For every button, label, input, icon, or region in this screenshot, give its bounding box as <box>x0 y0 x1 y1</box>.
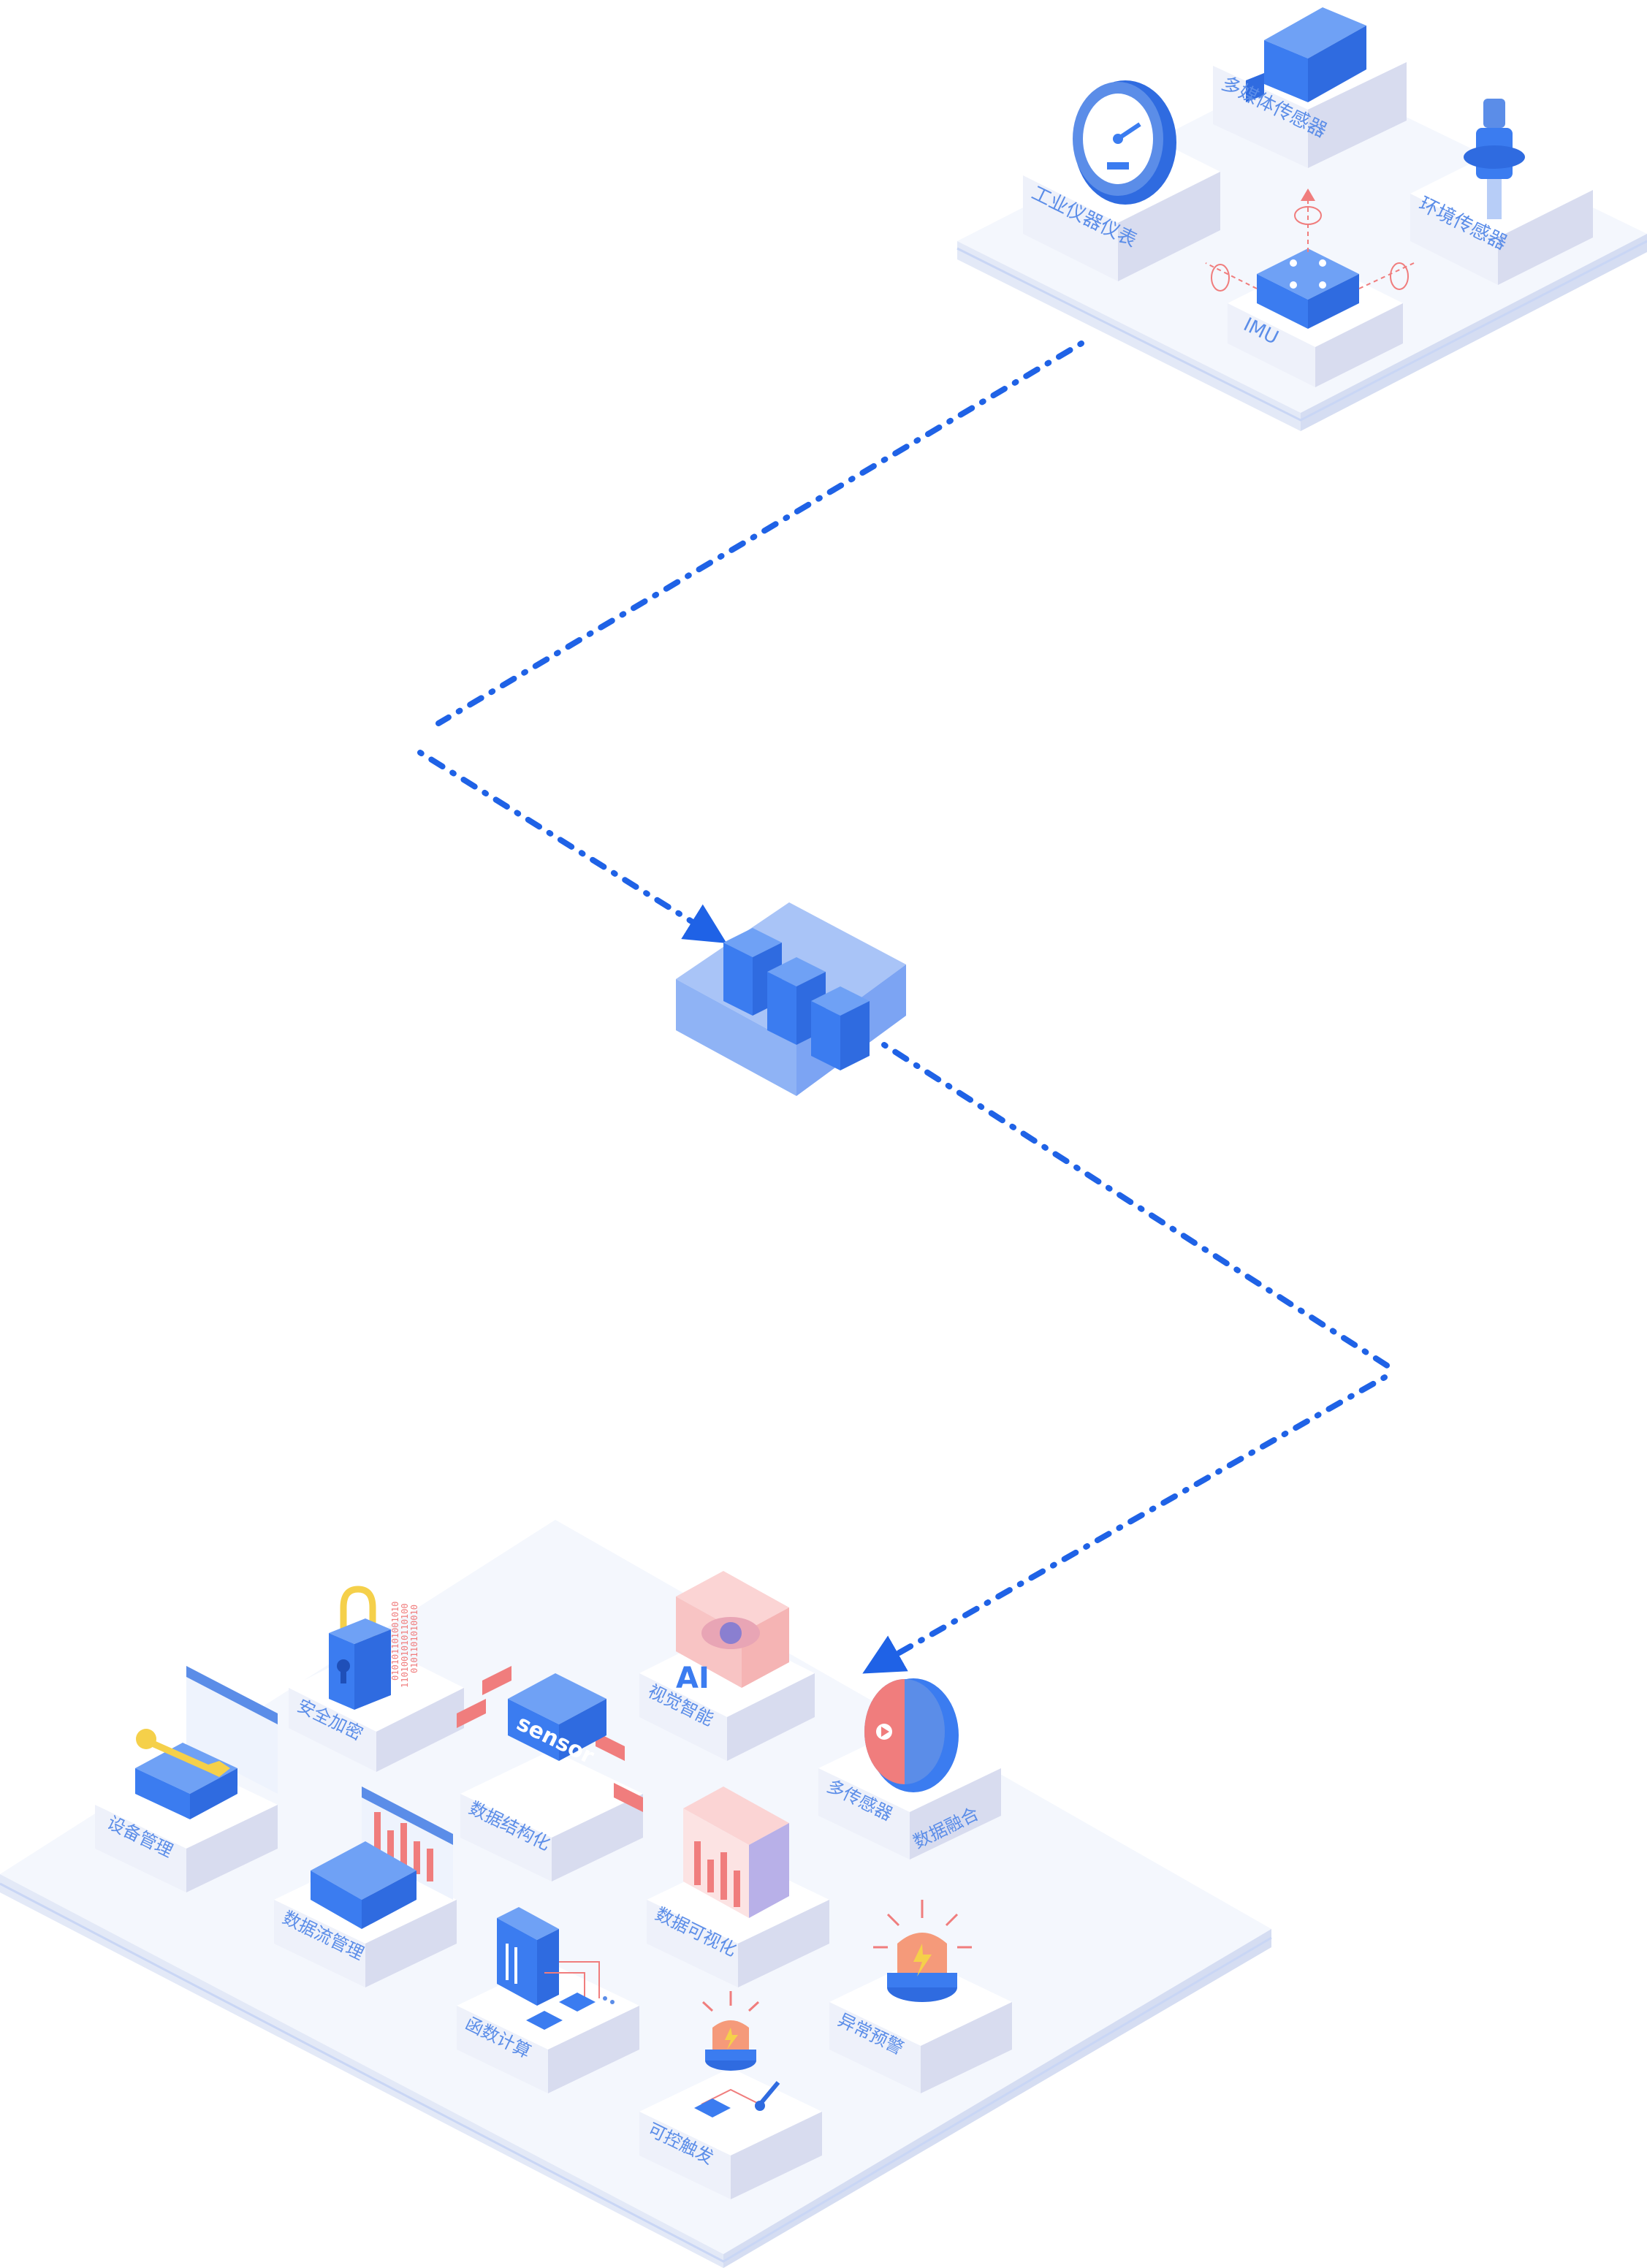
svg-text:1101001010110100: 1101001010110100 <box>400 1603 410 1688</box>
ai-text: AI <box>676 1662 710 1695</box>
connector-gateway-to-bend <box>884 1045 1388 1366</box>
edge-item-device: 设备管理 <box>95 1666 278 1892</box>
sensor-platform: 多媒体传感器 工业仪器仪表 <box>957 7 1647 431</box>
svg-text:010101101001010: 010101101001010 <box>390 1602 400 1681</box>
connector-bend-to-edge <box>870 1377 1385 1670</box>
connector-sensors-to-bend <box>438 343 1081 723</box>
connector-bend-to-gateway <box>420 753 720 939</box>
svg-text:0101101010010: 0101101010010 <box>409 1605 419 1673</box>
edge-platform: 设备管理 010101101001010 1101001010110100 01… <box>0 1520 1271 2268</box>
